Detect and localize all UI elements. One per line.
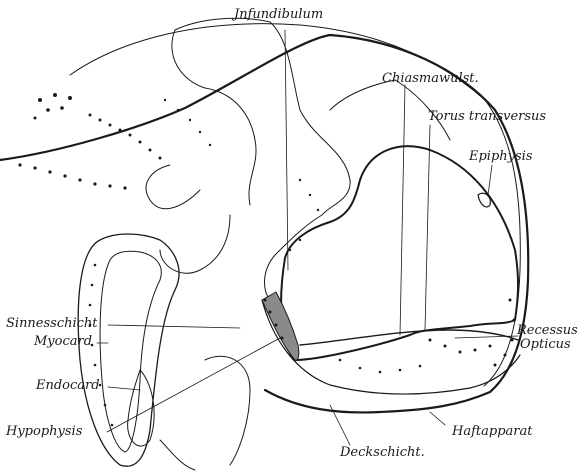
pointer-chiasmawulst [400,85,405,335]
label-haftapparat: Haftapparat [452,425,532,438]
pointer-haftapparat [430,412,445,425]
label-opticus: Opticus [520,338,571,351]
inner-ventricle-lobe [172,30,256,205]
label-infundibulum: Jnfundibulum [234,8,323,21]
loop-lower [160,440,195,470]
label-recessus: Recessus [517,324,577,337]
label-endocard: Endocard [36,379,100,392]
endocard-loop [128,370,155,446]
loop-right [205,356,250,465]
third-ventricle-contour [281,146,518,360]
pointer-infundibulum [285,30,288,270]
upper-left-arc [146,165,200,209]
pointer-sinnesschicht [108,325,240,328]
heart-inner [100,251,161,452]
label-epiphysis: Epiphysis [469,150,533,163]
floor-contour [262,300,520,394]
cell-stippling [18,93,515,426]
pointer-torus [425,125,430,330]
label-torus-transversus: Torus transversus [428,110,546,123]
pointer-epiphysis [488,165,492,195]
label-chiasmawulst: Chiasmawulst. [382,72,479,85]
label-deckschicht: Deckschicht. [340,446,425,459]
hypophysis-pocket [262,292,299,360]
mid-curve [160,215,230,273]
recessus-wall [300,330,518,345]
pointer-hypophysis [107,338,280,432]
label-myocard: Myocard [34,335,92,348]
ventricle-outline [175,18,350,300]
label-sinnesschicht: Sinnesschicht [6,317,98,330]
pointer-endocard [108,387,140,390]
label-hypophysis: Hypophysis [6,425,82,438]
